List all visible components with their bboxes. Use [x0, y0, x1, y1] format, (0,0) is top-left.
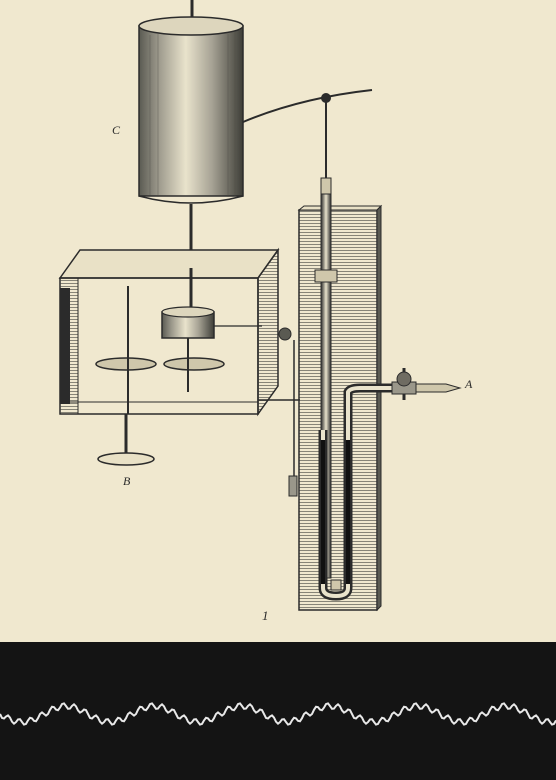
manometer-board: [297, 204, 383, 612]
clockwork-box: [58, 247, 292, 417]
label-drum: C: [112, 123, 121, 137]
tracing-band: [0, 642, 556, 780]
recording-drum: [138, 16, 244, 204]
weight: [288, 475, 298, 497]
stand-foot: [97, 414, 155, 466]
u-tube: [318, 383, 392, 601]
pulse-tracing: [0, 702, 556, 726]
writing-lever: [242, 89, 373, 123]
figure-number: 1: [262, 608, 269, 623]
apparatus-illustration: [58, 0, 462, 612]
stopcock: [391, 368, 462, 400]
winding-knob: [278, 327, 292, 341]
label-stand: B: [123, 474, 131, 488]
tracing-line: [0, 702, 556, 726]
label-stopcock: A: [465, 377, 473, 391]
